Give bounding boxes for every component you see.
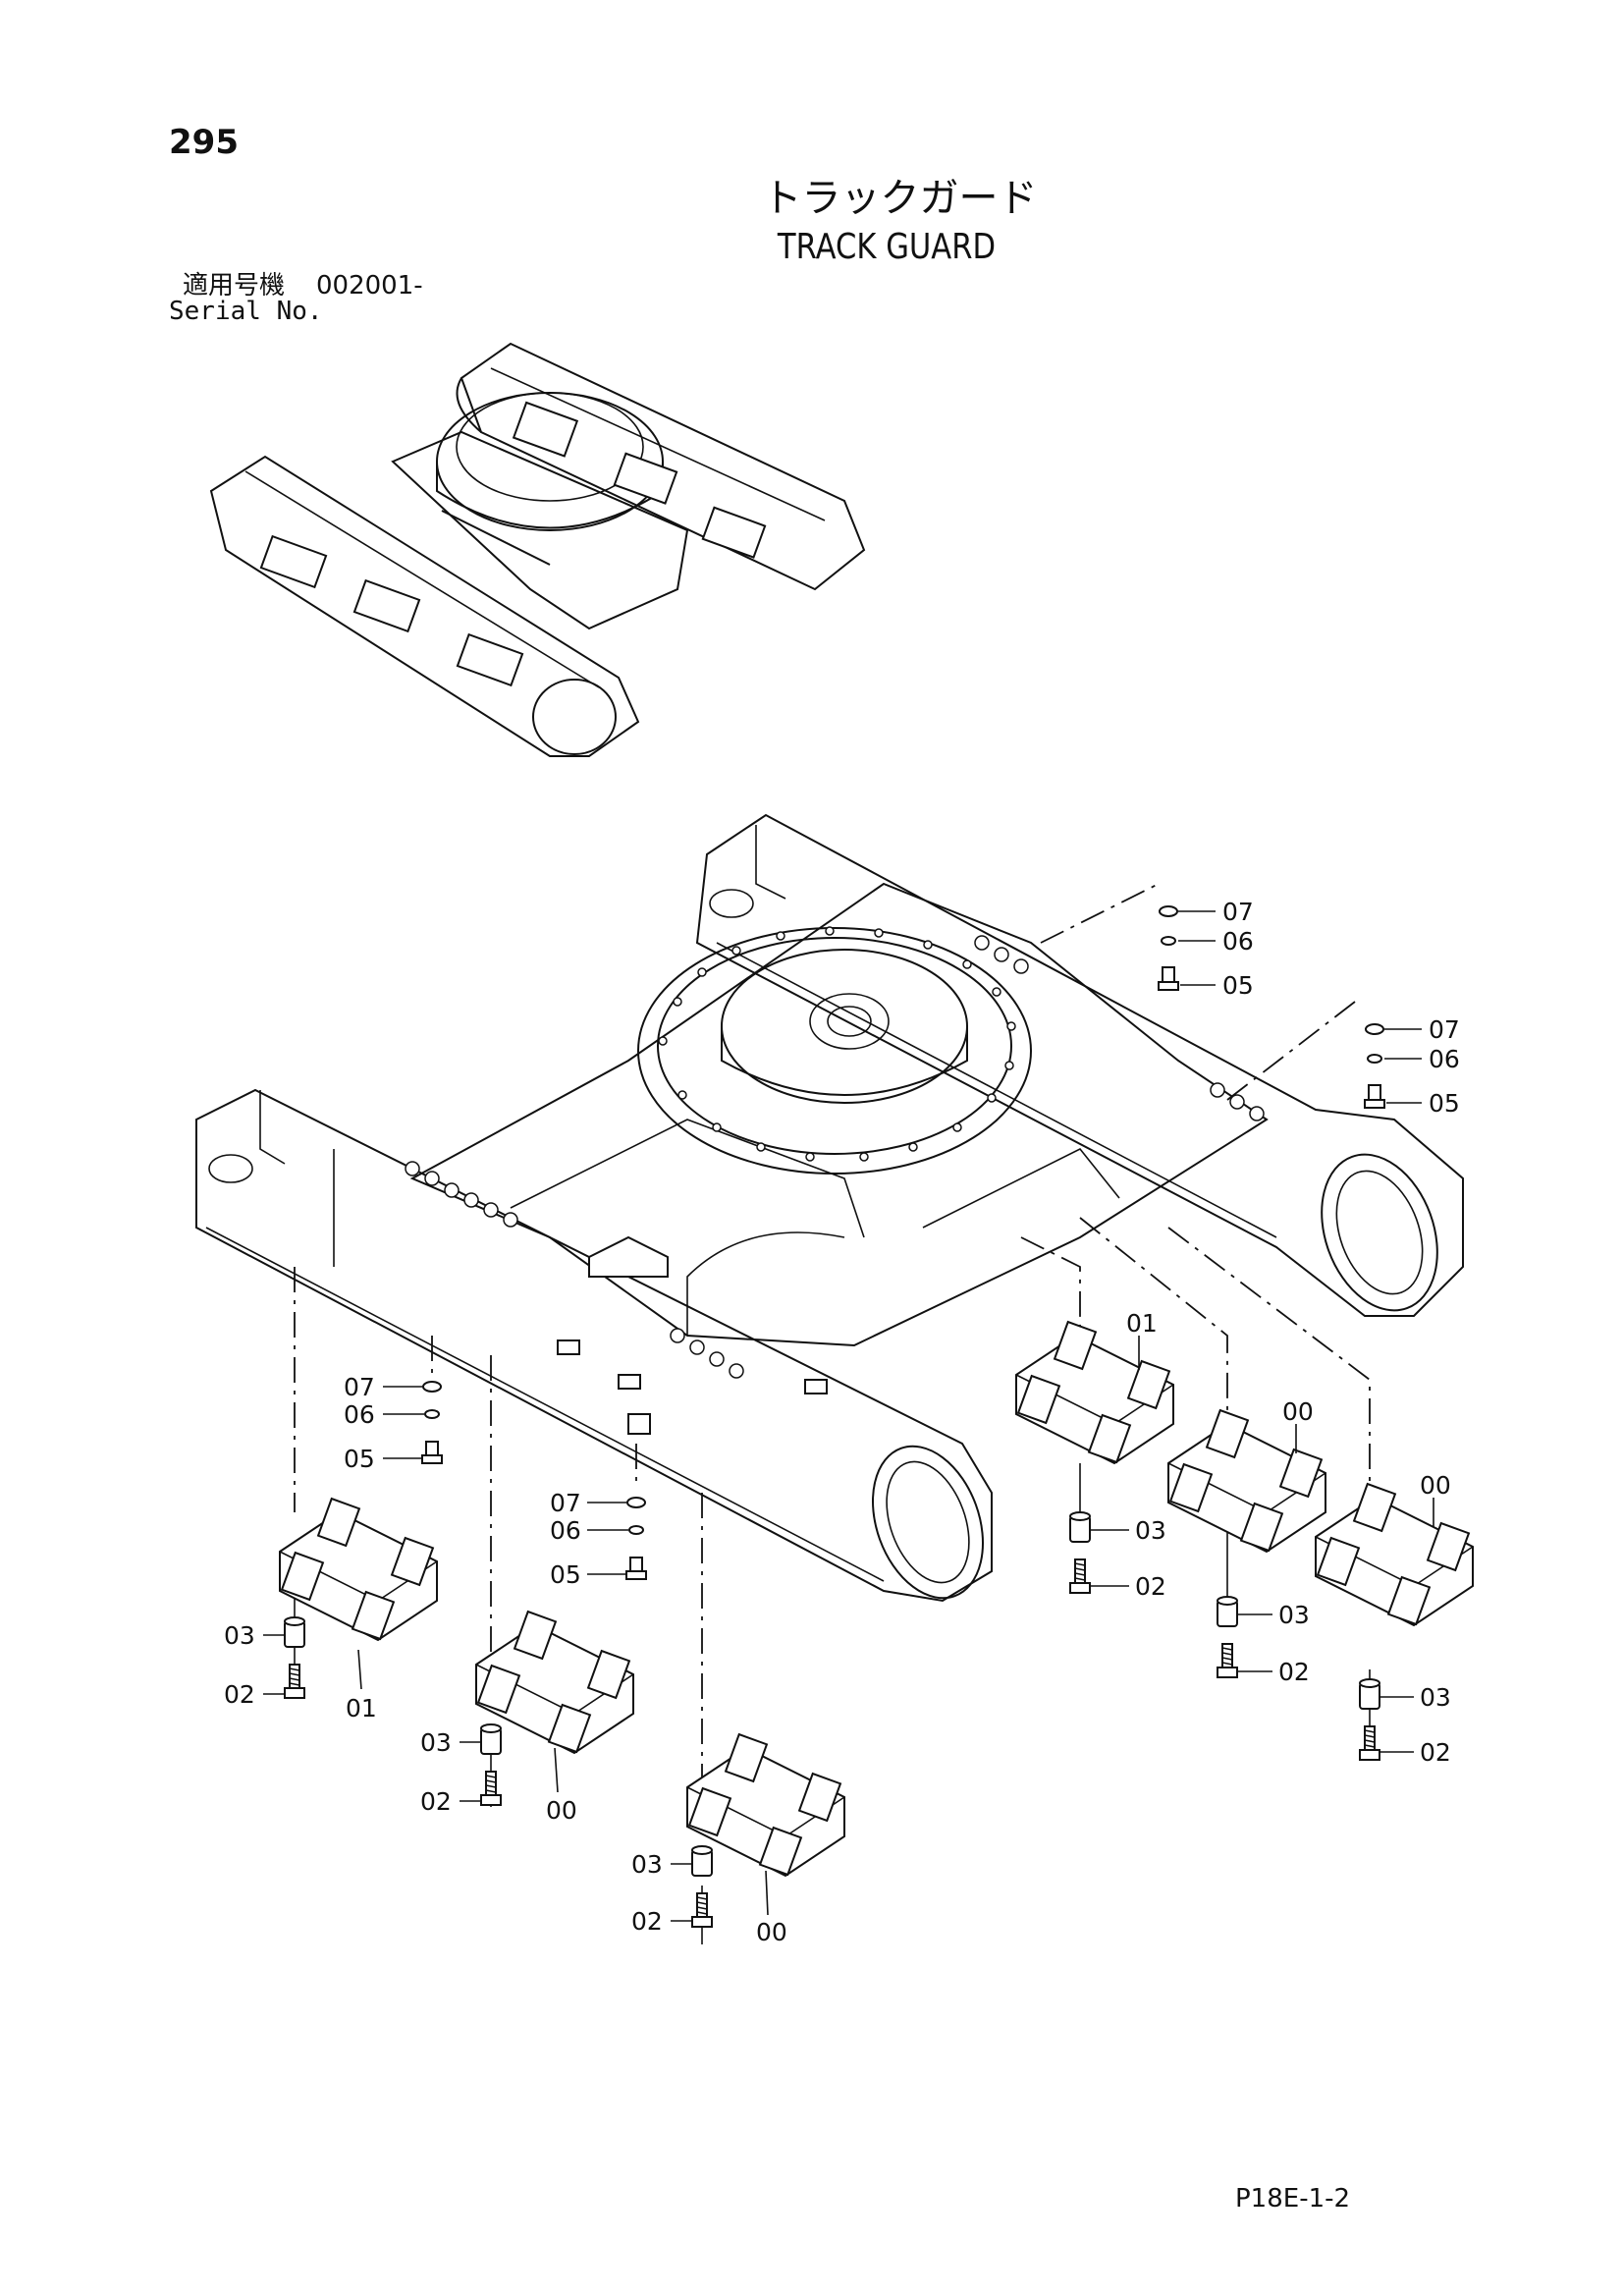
title-english: TRACK GUARD <box>777 227 997 267</box>
track-guard <box>1015 1320 1174 1465</box>
callout-03: 03 <box>420 1728 452 1757</box>
part-callouts: 07 06 05 07 06 05 07 06 05 07 06 05 01 0… <box>224 898 1460 1946</box>
callout-02: 02 <box>1420 1738 1451 1767</box>
frame-bolt-clusters <box>405 935 1265 1379</box>
track-guard <box>1315 1482 1474 1627</box>
callout-05: 05 <box>1429 1089 1460 1118</box>
track-guard <box>686 1732 845 1878</box>
callout-03: 03 <box>224 1621 255 1650</box>
track-guard <box>1167 1408 1326 1554</box>
fastener-stack-b <box>1364 1023 1385 1109</box>
callout-06: 06 <box>344 1400 375 1429</box>
callout-00: 00 <box>1420 1471 1451 1500</box>
callout-01: 01 <box>1126 1309 1158 1338</box>
callout-02: 02 <box>631 1907 663 1936</box>
bolt <box>691 1892 713 1928</box>
callout-00: 00 <box>756 1918 787 1946</box>
bolt <box>1069 1558 1091 1594</box>
bolt <box>480 1771 502 1806</box>
callout-03: 03 <box>1135 1516 1166 1545</box>
overview-undercarriage <box>209 342 866 757</box>
callout-05: 05 <box>550 1560 581 1589</box>
callout-07: 07 <box>344 1373 375 1401</box>
callout-02: 02 <box>1135 1572 1166 1601</box>
fastener-stack-c <box>421 1381 443 1464</box>
serial-label-japanese: 適用号機 <box>183 271 286 301</box>
track-guards <box>279 1320 1474 1928</box>
callout-06: 06 <box>1222 927 1254 956</box>
callout-07: 07 <box>1222 898 1254 926</box>
fastener-stack-d <box>625 1497 647 1580</box>
spacer <box>1217 1596 1238 1627</box>
callout-ticks <box>263 910 1434 1922</box>
main-track-frame <box>195 813 1464 1603</box>
callout-06: 06 <box>1429 1045 1460 1073</box>
swing-circle-bolts <box>658 926 1016 1162</box>
spacer <box>691 1845 713 1877</box>
spacer <box>1359 1678 1380 1710</box>
callout-00: 00 <box>1282 1397 1314 1426</box>
callout-01: 01 <box>346 1694 377 1722</box>
spacer <box>284 1616 305 1648</box>
callout-03: 03 <box>1420 1683 1451 1712</box>
track-guard <box>279 1497 438 1642</box>
spacer <box>480 1723 502 1755</box>
bolt <box>1217 1643 1238 1678</box>
callout-07: 07 <box>550 1489 581 1517</box>
spacer <box>1069 1511 1091 1543</box>
callout-02: 02 <box>420 1787 452 1816</box>
callout-05: 05 <box>1222 971 1254 1000</box>
overview-guard <box>259 401 767 687</box>
callout-02: 02 <box>224 1680 255 1709</box>
serial-label-english: Serial No. <box>169 297 323 326</box>
document-code: P18E-1-2 <box>1235 2184 1351 2214</box>
serial-value: 002001- <box>316 271 423 301</box>
bolt <box>284 1664 305 1699</box>
callout-00: 00 <box>546 1796 577 1825</box>
callout-06: 06 <box>550 1516 581 1545</box>
callout-07: 07 <box>1429 1015 1460 1044</box>
page-number: 295 <box>169 123 239 162</box>
callout-02: 02 <box>1278 1658 1310 1686</box>
callout-05: 05 <box>344 1445 375 1473</box>
bolt <box>1359 1725 1380 1761</box>
callout-03: 03 <box>631 1850 663 1879</box>
track-guard <box>475 1610 634 1755</box>
fastener-stack-a <box>1158 905 1179 991</box>
title-japanese: トラックガード <box>762 176 1038 221</box>
callout-03: 03 <box>1278 1601 1310 1629</box>
